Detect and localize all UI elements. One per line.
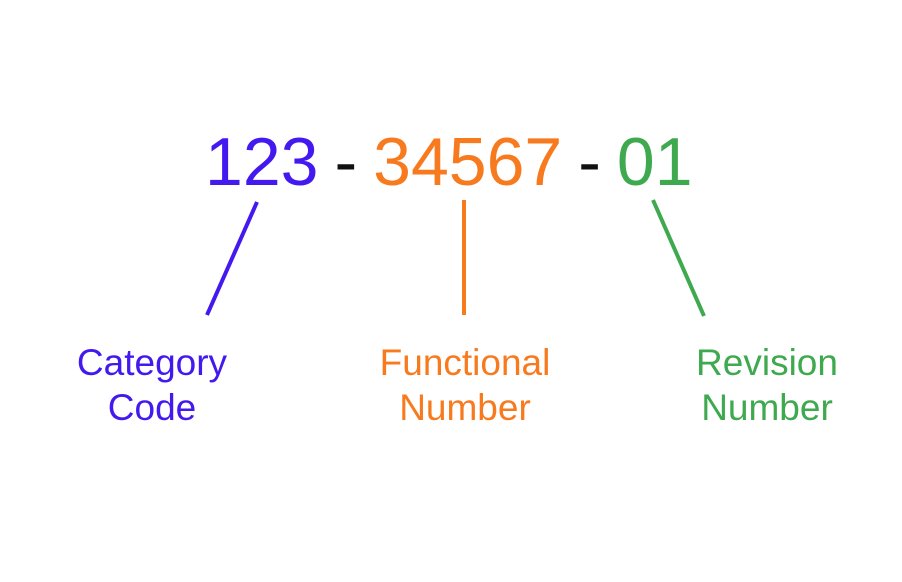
part-number-row: 123 - 34567 - 01 [205,128,693,196]
connector-category [205,201,259,316]
separator-dash: - [578,124,601,200]
category-code-value: 123 [205,124,319,200]
revision-number-value: 01 [616,124,693,200]
label-revision-number-line2: Number [701,387,833,428]
label-category-code-line2: Code [107,387,197,428]
functional-number-value: 34567 [373,124,563,200]
separator-dash: - [334,124,358,200]
label-category-code-line1: Category [76,342,228,383]
label-category-code: Category Code [32,340,272,430]
label-revision-number-line1: Revision [696,342,838,383]
label-functional-number: Functional Number [345,340,585,430]
label-functional-number-line2: Number [399,387,531,428]
label-functional-number-line1: Functional [379,342,551,383]
connector-revision [651,199,706,317]
label-revision-number: Revision Number [647,340,887,430]
